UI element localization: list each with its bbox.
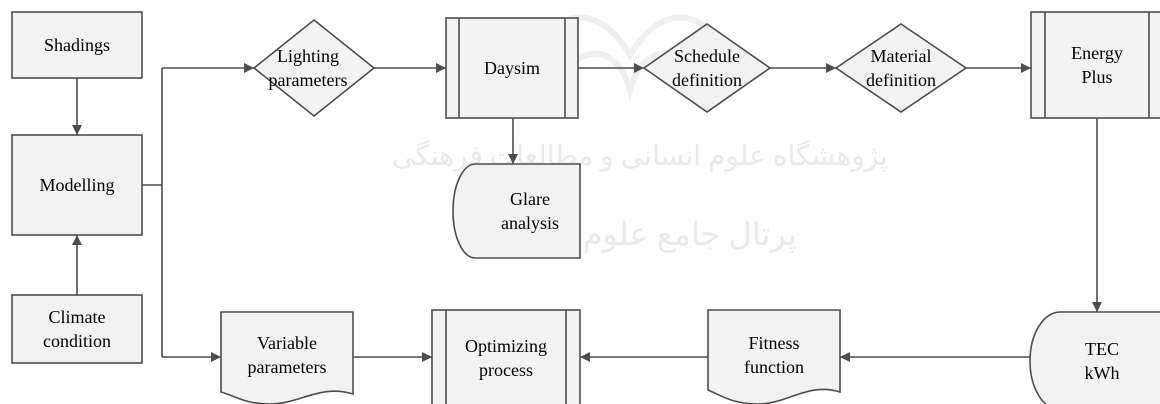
connectors <box>72 63 1102 362</box>
schedule-definition-diamond <box>642 23 772 113</box>
shadings-box <box>11 11 143 79</box>
shadings-label-line: Shadings <box>44 35 110 55</box>
variable-label-line: Variable <box>257 333 317 353</box>
energy-plus-process <box>1030 11 1160 119</box>
glare-analysis-label: Glare analysis <box>501 189 559 233</box>
daysim-label: Daysim <box>484 58 540 78</box>
material-label-line: Material <box>871 46 932 66</box>
material-definition-diamond <box>834 23 968 113</box>
tec-kwh-label: TEC kWh <box>1085 339 1120 383</box>
material-definition-label: Material definition <box>866 46 936 90</box>
tec-label-line: kWh <box>1085 363 1120 383</box>
optimizing-process-label: Optimizing process <box>465 336 547 380</box>
schedule-definition-label: Schedule definition <box>672 46 742 90</box>
lighting-parameters-diamond <box>252 18 376 118</box>
schedule-label-line: definition <box>672 70 742 90</box>
optimizing-process <box>431 309 581 404</box>
variable-label-line: parameters <box>248 357 327 377</box>
energyplus-label-line: Energy <box>1071 43 1123 63</box>
climate-condition-box <box>11 294 143 364</box>
modelling-label: Modelling <box>40 175 115 195</box>
climate-label-line: condition <box>43 331 111 351</box>
modelling-box <box>11 134 143 236</box>
glare-label-line: analysis <box>501 213 559 233</box>
schedule-label-line: Schedule <box>674 46 740 66</box>
fitness-label-line: Fitness <box>748 333 799 353</box>
shadings-label: Shadings <box>44 35 110 55</box>
material-label-line: definition <box>866 70 936 90</box>
daysim-process <box>445 17 579 119</box>
fitness-function-label: Fitness function <box>744 333 804 377</box>
tec-label-line: TEC <box>1085 339 1119 359</box>
energyplus-label-line: Plus <box>1081 67 1112 87</box>
climate-condition-label: Climate condition <box>43 307 111 351</box>
variable-parameters-label: Variable parameters <box>248 333 327 377</box>
daysim-label-line: Daysim <box>484 58 540 78</box>
lighting-label-line: parameters <box>269 70 348 90</box>
glare-label-line: Glare <box>510 189 550 209</box>
lighting-parameters-label: Lighting parameters <box>269 46 348 90</box>
optimizing-label-line: process <box>479 360 533 380</box>
modelling-label-line: Modelling <box>40 175 115 195</box>
tec-kwh-storage <box>1029 311 1160 404</box>
fitness-label-line: function <box>744 357 804 377</box>
glare-analysis-storage <box>452 163 581 259</box>
climate-label-line: Climate <box>49 307 106 327</box>
optimizing-label-line: Optimizing <box>465 336 547 356</box>
lighting-label-line: Lighting <box>277 46 339 66</box>
